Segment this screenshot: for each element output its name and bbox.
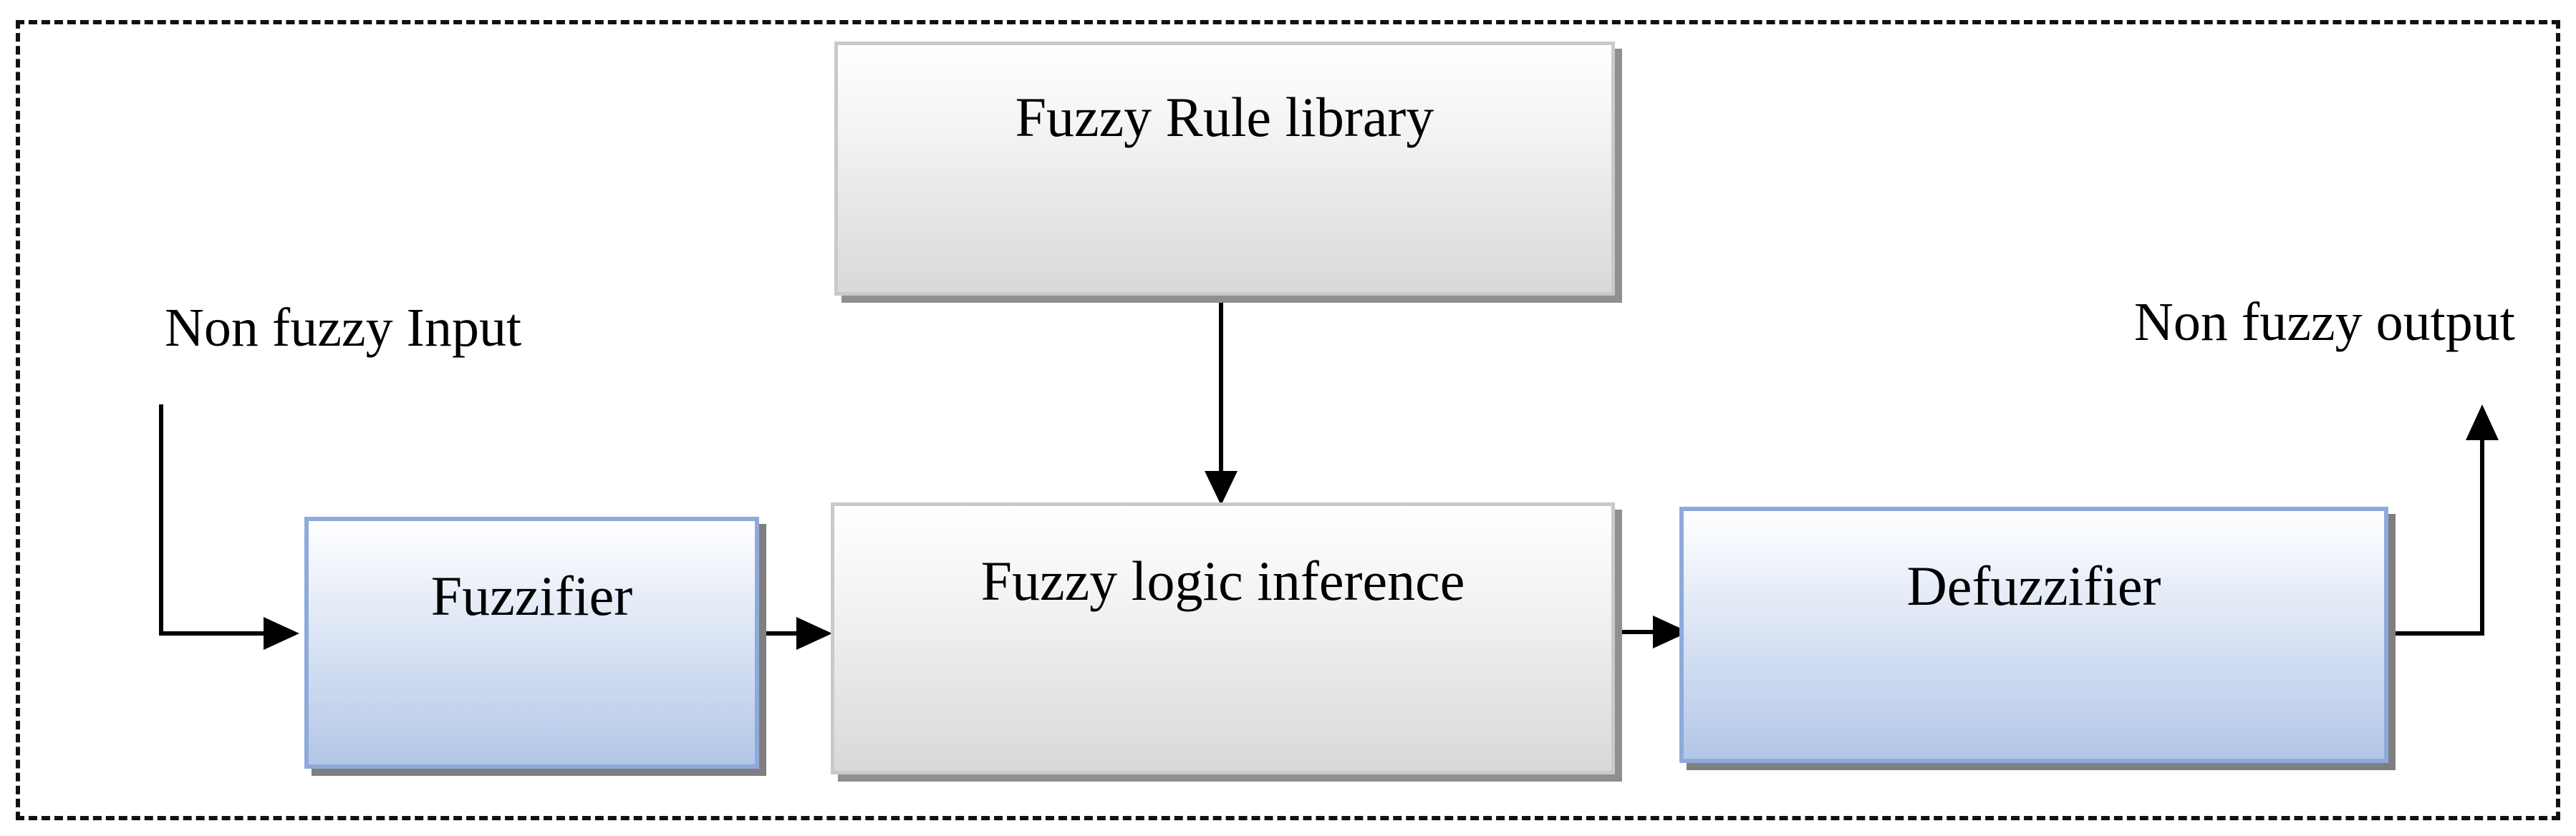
- fuzzy-rule-library-box: Fuzzy Rule library: [834, 42, 1615, 296]
- non-fuzzy-input-label: Non fuzzy Input: [165, 298, 522, 358]
- fuzzy-logic-inference-box: Fuzzy logic inference: [831, 502, 1615, 774]
- defuzzifier-box: Defuzzifier: [1679, 507, 2388, 763]
- system-boundary: [16, 20, 2560, 820]
- fuzzy-logic-inference-label: Fuzzy logic inference: [980, 550, 1465, 612]
- non-fuzzy-output-label: Non fuzzy output: [2134, 292, 2515, 352]
- fuzzifier-label: Fuzzifier: [430, 565, 633, 627]
- fuzzifier-to-inference-arrow-head: [796, 617, 832, 650]
- defuzzifier-label: Defuzzifier: [1906, 555, 2161, 617]
- rules-to-inference-arrow-head: [1205, 471, 1238, 505]
- output-arrow-head: [2466, 404, 2499, 440]
- input-arrow-head: [264, 617, 299, 650]
- output-arrow: [2388, 437, 2484, 636]
- fuzzy-rule-library-label: Fuzzy Rule library: [1015, 86, 1434, 148]
- inference-to-defuzzifier-arrow-head: [1653, 616, 1689, 648]
- fuzzifier-box: Fuzzifier: [304, 517, 759, 769]
- input-arrow: [159, 404, 290, 636]
